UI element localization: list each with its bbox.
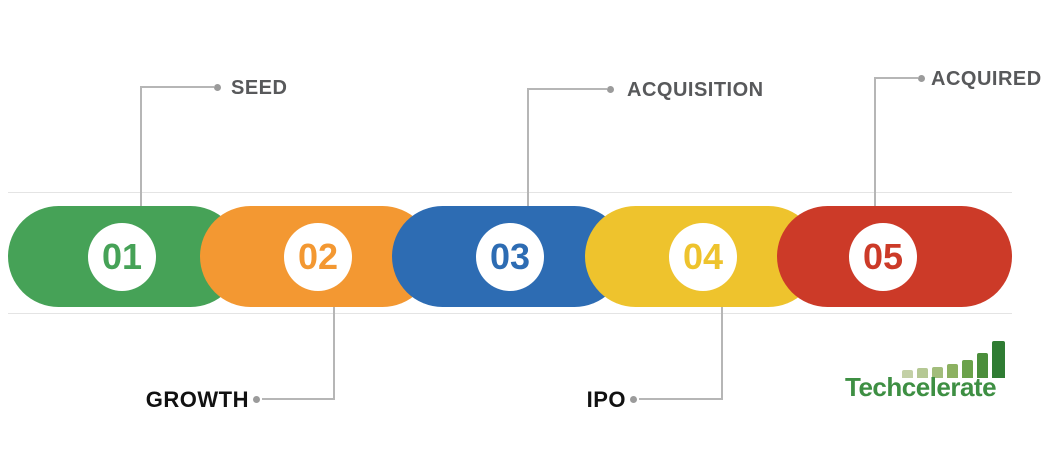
guide-line-top — [8, 192, 1012, 193]
stage-circle-4: 04 — [669, 223, 737, 291]
stage-circle-2: 02 — [284, 223, 352, 291]
connector-acquisition-dot — [607, 86, 614, 93]
stage-number-5: 05 — [862, 236, 904, 277]
logo-bar — [932, 367, 943, 378]
stage-label-acquired: ACQUIRED — [931, 68, 1042, 90]
logo-text: Techcelerate — [845, 372, 997, 402]
connector-acquisition-hline — [527, 88, 607, 90]
logo-bar — [977, 353, 988, 378]
connector-ipo-dot — [630, 396, 637, 403]
stage-number-1: 01 — [101, 236, 143, 277]
connector-growth-hline — [262, 398, 335, 400]
stage-label-growth: GROWTH — [145, 387, 249, 412]
connector-acquired-dot — [918, 75, 925, 82]
logo-bar — [947, 364, 958, 378]
logo-bar — [992, 341, 1005, 378]
stage-label-ipo: IPO — [586, 387, 626, 412]
stage-label-seed: SEED — [231, 77, 288, 99]
logo-bars-icon — [902, 341, 1010, 378]
stage-number-2: 02 — [297, 236, 339, 277]
connector-seed-vline — [140, 87, 142, 207]
logo-bar — [962, 360, 973, 378]
connector-ipo-hline — [639, 398, 723, 400]
stage-label-acquisition: ACQUISITION — [627, 79, 764, 101]
stage-number-3: 03 — [489, 236, 531, 277]
connector-acquired-hline — [874, 77, 918, 79]
connector-growth-vline — [333, 305, 335, 400]
connector-acquired-vline — [874, 78, 876, 207]
connector-seed-dot — [214, 84, 221, 91]
guide-line-bottom — [8, 313, 1012, 314]
connector-ipo-vline — [721, 305, 723, 400]
logo-bar — [902, 370, 913, 378]
logo-bar — [917, 368, 928, 378]
stage-number-4: 04 — [682, 236, 724, 277]
stage-circle-5: 05 — [849, 223, 917, 291]
stage-circle-3: 03 — [476, 223, 544, 291]
connector-seed-hline — [140, 86, 214, 88]
stage-circle-1: 01 — [88, 223, 156, 291]
connector-acquisition-vline — [527, 89, 529, 207]
connector-growth-dot — [253, 396, 260, 403]
